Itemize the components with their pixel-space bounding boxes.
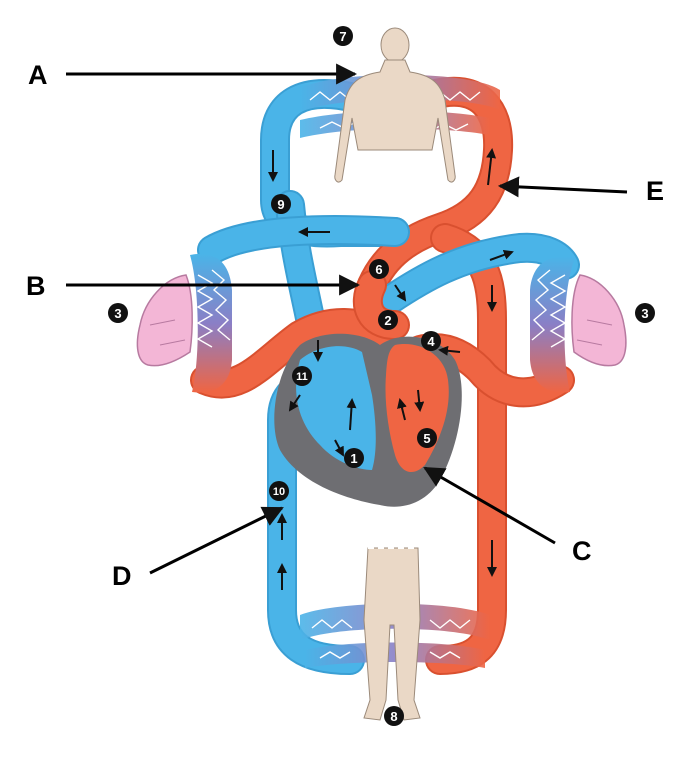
label-a: A	[28, 60, 48, 90]
label-d: D	[112, 561, 132, 591]
flow-arrow	[334, 439, 344, 457]
right-lung	[571, 274, 627, 367]
marker-9: 9	[271, 194, 291, 214]
marker-3-left: 3	[108, 303, 128, 323]
svg-text:7: 7	[339, 29, 346, 44]
marker-7: 7	[333, 26, 353, 46]
svg-text:4: 4	[427, 334, 435, 349]
svg-text:3: 3	[114, 306, 121, 321]
marker-4: 4	[421, 331, 441, 351]
svg-text:8: 8	[390, 709, 397, 724]
capillary-bed-right-lung	[530, 256, 575, 393]
heart	[274, 333, 462, 507]
marker-2: 2	[378, 310, 398, 330]
marker-1: 1	[344, 448, 364, 468]
marker-3-right: 3	[635, 303, 655, 323]
svg-text:10: 10	[273, 486, 285, 498]
capillary-bed-left-lung	[190, 253, 232, 393]
pointer-d	[149, 506, 284, 575]
flow-arrow	[438, 345, 461, 356]
right-atrium-ventricle	[296, 346, 376, 470]
flow-arrow	[414, 389, 425, 412]
flow-arrow	[489, 250, 514, 261]
pointer-e	[497, 176, 628, 198]
marker-10: 10	[269, 481, 289, 501]
lower-body-figure	[363, 547, 421, 721]
flow-arrow	[346, 398, 357, 431]
flow-arrow	[288, 394, 301, 412]
label-c: C	[572, 536, 592, 566]
svg-text:1: 1	[350, 451, 357, 466]
svg-text:6: 6	[375, 262, 382, 277]
marker-8: 8	[384, 706, 404, 726]
svg-text:2: 2	[384, 313, 391, 328]
flow-arrow	[397, 398, 407, 421]
marker-6: 6	[369, 259, 389, 279]
left-lung	[136, 274, 193, 367]
svg-text:5: 5	[423, 431, 430, 446]
letter-labels: A B E C D	[26, 60, 664, 591]
svg-text:11: 11	[296, 371, 308, 383]
svg-text:9: 9	[277, 197, 284, 212]
number-markers: 7 9 6 3 3 2 4 11	[108, 26, 655, 726]
flow-arrow	[394, 284, 407, 302]
svg-text:3: 3	[641, 306, 648, 321]
pointer-c	[423, 466, 556, 545]
marker-11: 11	[292, 366, 312, 386]
upper-body-figure	[334, 27, 456, 183]
flow-arrow	[486, 148, 497, 186]
label-e: E	[646, 176, 664, 206]
marker-5: 5	[417, 428, 437, 448]
label-b: B	[26, 271, 46, 301]
